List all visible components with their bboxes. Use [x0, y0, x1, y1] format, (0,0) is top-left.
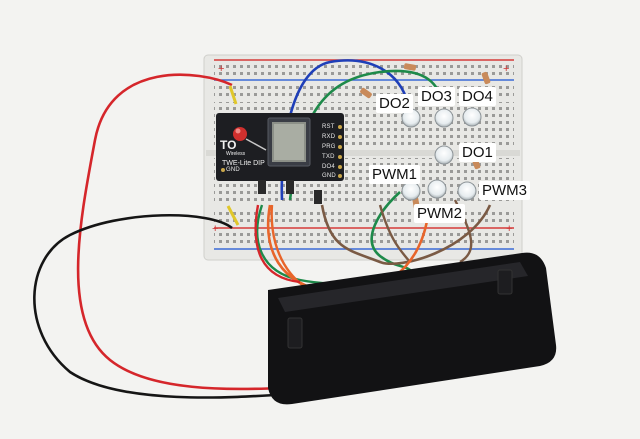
- label-do2: DO2: [376, 94, 413, 113]
- leds: [401, 107, 482, 201]
- module-brand: TO: [220, 138, 237, 152]
- rail-plus-top-left: +: [218, 63, 224, 75]
- red-wire-power: [76, 73, 286, 391]
- label-do3: DO3: [418, 87, 455, 106]
- label-pwm3: PWM3: [479, 181, 530, 200]
- module-pin-2: PRG: [322, 144, 336, 150]
- module-pin-5: GND: [322, 173, 336, 179]
- yellow-jumper-top: [228, 85, 238, 105]
- black-wire-ground: [33, 214, 291, 399]
- label-pwm2: PWM2: [414, 204, 465, 223]
- label-pwm1: PWM1: [369, 165, 420, 184]
- module-pin-1: RXD: [322, 134, 336, 140]
- rail-plus-bottom-left: +: [212, 223, 218, 235]
- rail-plus-bottom-right: +: [506, 223, 512, 235]
- rail-plus-top-right: +: [503, 63, 509, 75]
- label-do4: DO4: [459, 87, 496, 106]
- brown-wire-c: [378, 204, 411, 263]
- module-pin-0: RST: [322, 124, 335, 130]
- label-do1: DO1: [459, 143, 496, 162]
- red-wire-short: [254, 204, 301, 284]
- twe-lite-module: [216, 113, 344, 204]
- module-name: TWE-Lite DIP: [222, 160, 265, 167]
- module-pin-3: TXD: [322, 154, 335, 160]
- brown-wire-a: [320, 204, 492, 265]
- module-pin-4: DO4: [322, 164, 335, 170]
- module-sub: Wireless: [226, 151, 246, 157]
- battery-box: [268, 252, 557, 405]
- yellow-jumper-bottom: [226, 205, 240, 226]
- module-left-pin: GND: [226, 167, 240, 173]
